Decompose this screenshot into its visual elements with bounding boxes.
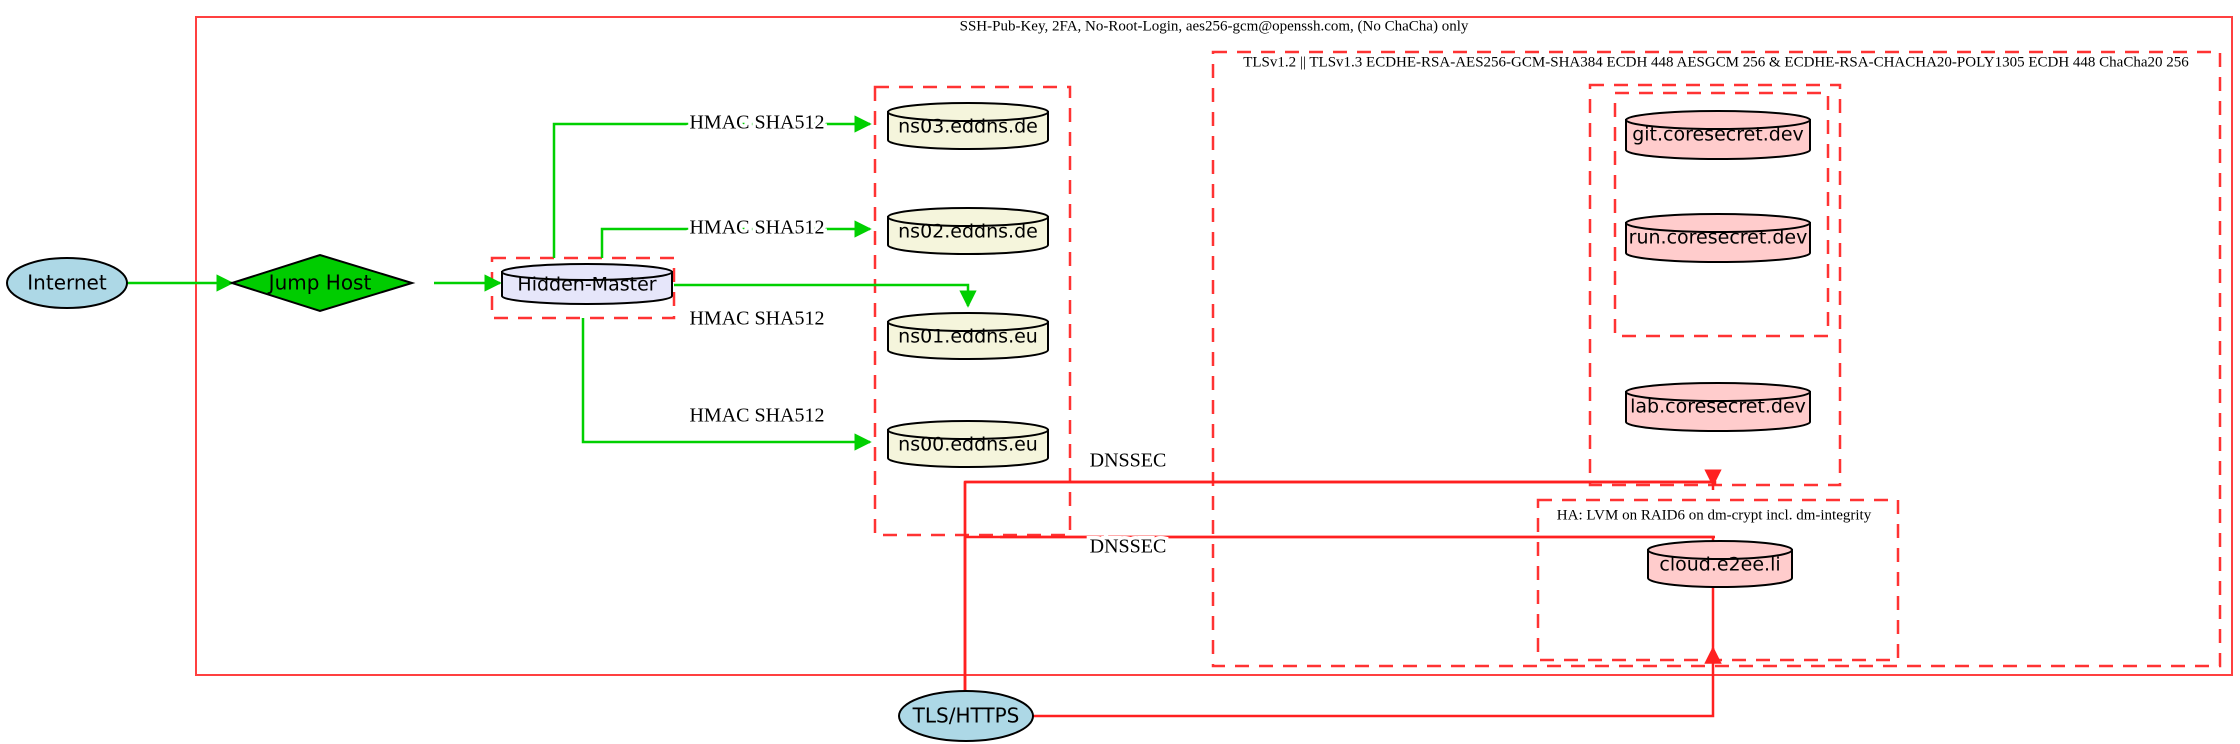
node-hidden-master-label: Hidden-Master	[517, 274, 656, 296]
cluster-ssh-boundary	[195, 16, 2233, 676]
cluster-ns-group	[873, 85, 1072, 537]
node-run-coresecret-label: run.coresecret.dev	[1629, 227, 1808, 249]
cluster-ssh-boundary-label: SSH-Pub-Key, 2FA, No-Root-Login, aes256-…	[960, 18, 1469, 34]
edge-label-hmac-ns00: HMAC SHA512	[689, 405, 824, 427]
node-internet-label: Internet	[27, 271, 107, 295]
node-internet[interactable]: Internet	[6, 257, 128, 309]
node-jumphost-label: Jump Host	[267, 271, 372, 295]
edge-tls-https-right-rail	[1030, 660, 1715, 718]
node-ns01[interactable]: ns01.eddns.eu	[887, 312, 1049, 360]
cluster-tls-boundary-label: TLSv1.2 || TLSv1.3 ECDHE-RSA-AES256-GCM-…	[1243, 54, 2189, 70]
edge-label-dnssec-lower: DNSSEC	[1090, 536, 1167, 558]
node-ns01-label: ns01.eddns.eu	[898, 326, 1038, 348]
edge-dnssec-lower-path	[1000, 535, 1715, 650]
cluster-tls-boundary	[1211, 50, 2222, 668]
cluster-app-inner-group	[1613, 91, 1830, 338]
node-cloud-e2ee-label: cloud.e2ee.li	[1659, 554, 1780, 576]
node-tls-https[interactable]: TLS/HTTPS	[898, 690, 1034, 742]
node-run-coresecret[interactable]: run.coresecret.dev	[1625, 213, 1811, 263]
node-lab-coresecret-label: lab.coresecret.dev	[1630, 396, 1806, 418]
edge-master-to-ns01	[674, 283, 977, 308]
node-cloud-e2ee[interactable]: cloud.e2ee.li	[1647, 540, 1793, 588]
node-ns02-label: ns02.eddns.de	[898, 221, 1038, 243]
node-ns00[interactable]: ns00.eddns.eu	[887, 420, 1049, 468]
node-jumphost[interactable]: Jump Host	[228, 253, 416, 313]
cluster-ha-boundary-label: HA: LVM on RAID6 on dm-crypt incl. dm-in…	[1557, 507, 1872, 523]
edge-master-to-ns00	[581, 318, 872, 451]
node-ns03-label: ns03.eddns.de	[898, 116, 1038, 138]
edge-label-hmac-ns02: HMAC SHA512	[689, 217, 824, 239]
node-git-coresecret-label: git.coresecret.dev	[1632, 124, 1804, 146]
edge-master-to-ns03	[552, 115, 872, 258]
edge-dnssec-upper-arrow	[1000, 469, 1722, 487]
edge-label-hmac-ns01: HMAC SHA512	[689, 308, 824, 330]
node-lab-coresecret[interactable]: lab.coresecret.dev	[1625, 382, 1811, 432]
node-tls-https-label: TLS/HTTPS	[912, 704, 1020, 728]
edge-master-to-ns02	[600, 220, 872, 258]
node-git-coresecret[interactable]: git.coresecret.dev	[1625, 110, 1811, 160]
edge-label-dnssec-upper: DNSSEC	[1090, 450, 1167, 472]
node-ns02[interactable]: ns02.eddns.de	[887, 207, 1049, 255]
edge-label-hmac-ns03: HMAC SHA512	[689, 112, 824, 134]
node-hidden-master[interactable]: Hidden-Master	[501, 263, 673, 305]
node-ns03[interactable]: ns03.eddns.de	[887, 102, 1049, 150]
node-ns00-label: ns00.eddns.eu	[898, 434, 1038, 456]
